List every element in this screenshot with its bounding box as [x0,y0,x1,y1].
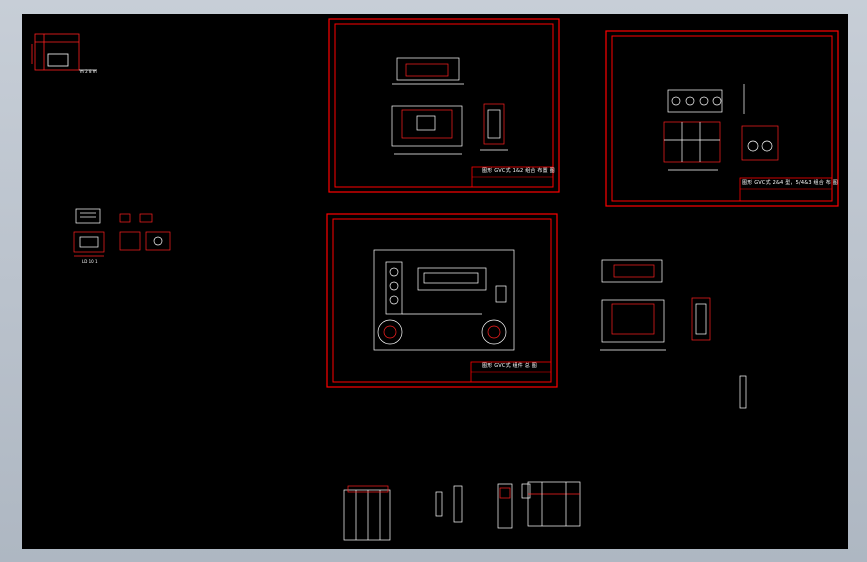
sheet-2-title: 图形 GVC式 2&4 型，5/4&3 组合 布 图 [742,180,838,186]
drawing-canvas[interactable]: 图形 GVC式 1&2 组合 布置 图 图形 GVC式 2&4 型，5/4&3 … [22,14,848,549]
small-detail-label: LD 10 1 [82,259,98,264]
sheet-2-frame [605,30,839,207]
drawing-svg [31,18,839,541]
loose-drawing-middle-right [600,259,747,409]
sheet-3-title: 图形 GVC式 组件 总 图 [482,363,537,369]
small-part-top-left [31,33,97,71]
bottom-drawings [343,481,581,541]
sheet-1-title: 图形 GVC式 1&2 组合 布置 图 [482,168,555,174]
sheet-3-frame [326,213,558,388]
sheet-1-frame [328,18,560,193]
sheet-2-drawing [663,84,779,171]
sheet-3-drawing [373,249,515,351]
top-left-label: m 2 8 m [80,69,97,74]
detail-cluster-left [73,208,171,257]
sheet-1-drawing [391,57,508,155]
